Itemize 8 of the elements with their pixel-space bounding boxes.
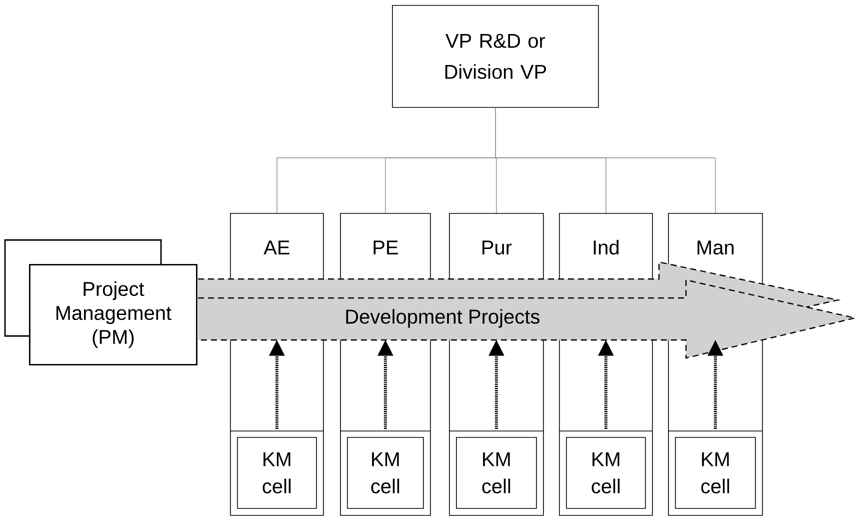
arrow-band: Development Projects — [198, 261, 856, 359]
stacked-box: Project Management (PM) — [4, 239, 198, 366]
process-box: VP R&D or Division VP — [392, 5, 599, 108]
cell-box: KM cell — [456, 437, 537, 509]
cell-box: KM cell — [347, 437, 424, 509]
cell-box: KM cell — [675, 437, 756, 509]
cell-box: KM cell — [237, 437, 317, 509]
cell-box: KM cell — [566, 437, 646, 509]
